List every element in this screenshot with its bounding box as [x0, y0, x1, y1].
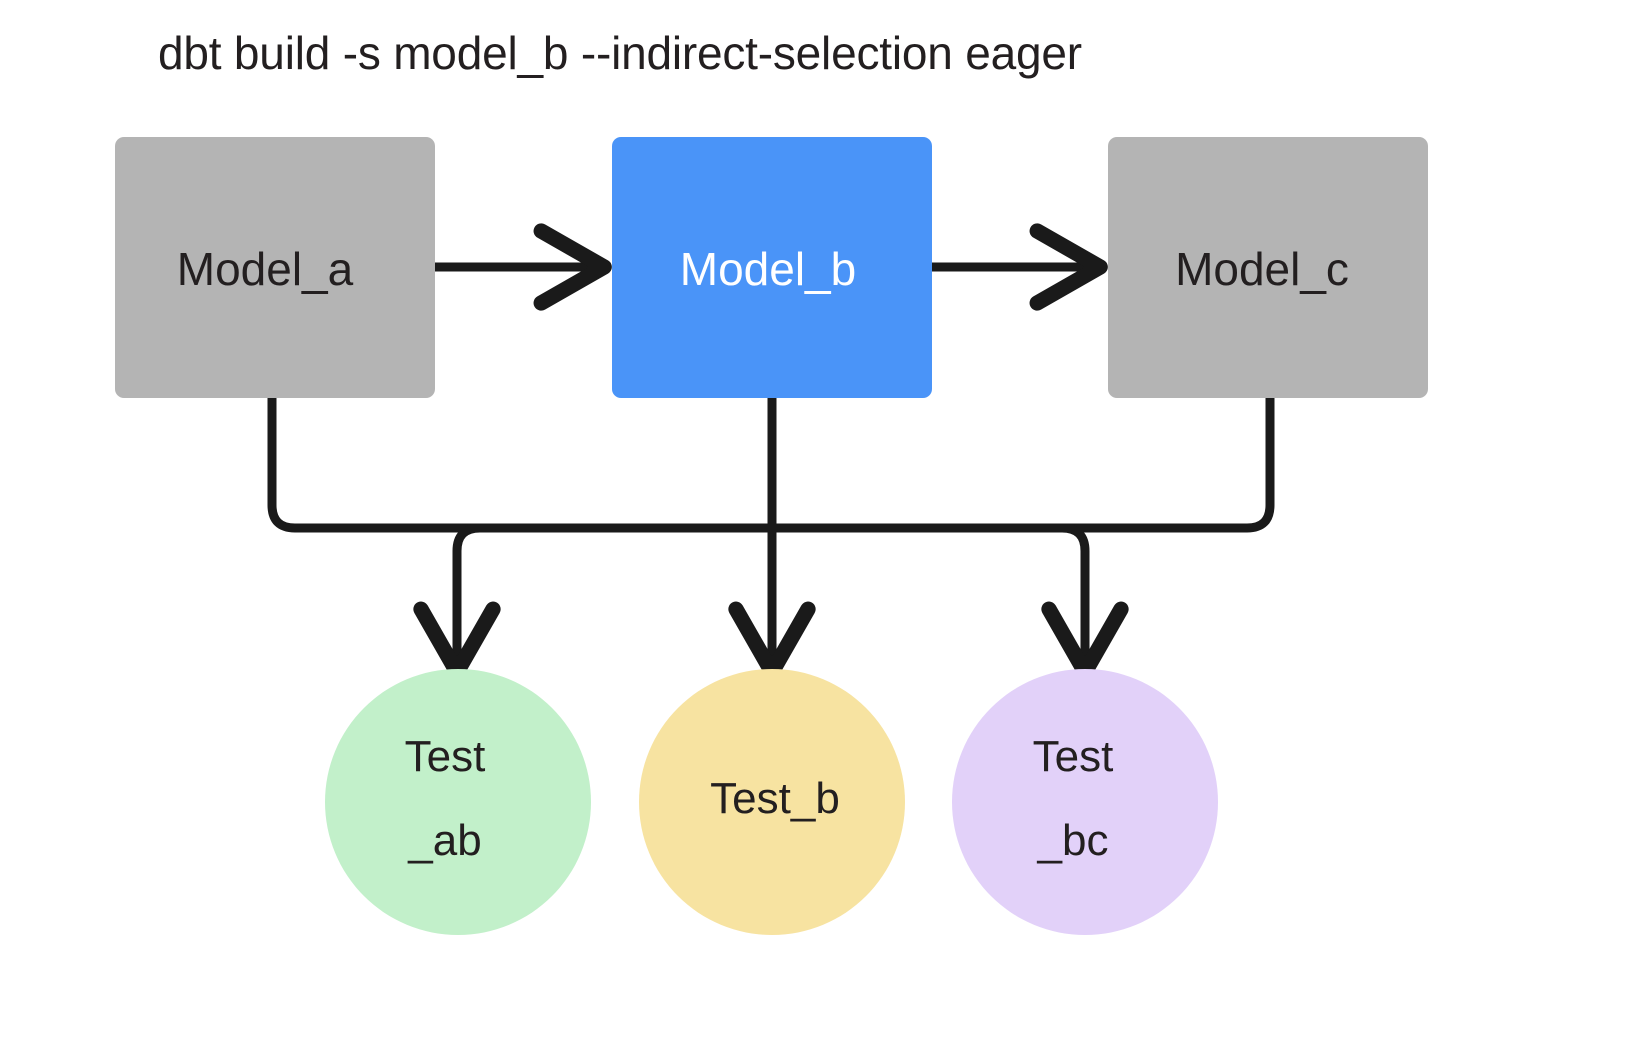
model-node-model-c[interactable] [1108, 137, 1428, 398]
test-node-test-b[interactable] [639, 669, 905, 935]
edge-model-a-to-test-ab [267, 398, 770, 533]
diagram-title: dbt build -s model_b --indirect-selectio… [158, 27, 1082, 79]
test-node-test-ab[interactable] [325, 669, 591, 935]
model-node-model-a[interactable] [115, 137, 435, 398]
model-node-model-b[interactable] [612, 137, 932, 398]
test-node-test-bc[interactable] [952, 669, 1218, 935]
edge-junction-to-test-bc [1041, 523, 1129, 680]
edge-model-c-to-test-bc [775, 398, 1275, 533]
edge-junction-to-test-ab [413, 523, 501, 680]
